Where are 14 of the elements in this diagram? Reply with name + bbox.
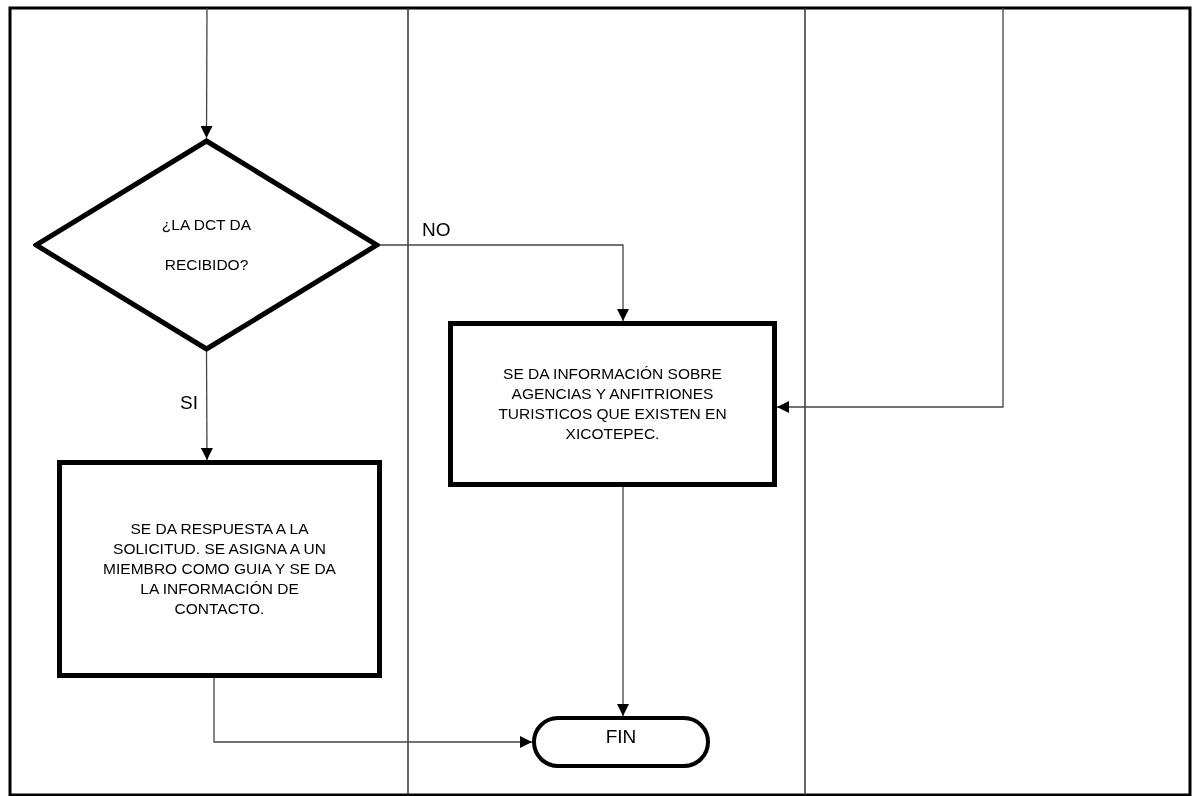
node-text: FIN [605, 724, 637, 749]
arrow [200, 351, 213, 461]
terminal-shape [532, 716, 710, 768]
process-box [57, 460, 382, 678]
process-box [448, 321, 777, 487]
node-text: ¿LA DCT DA RECIBIDO? [160, 214, 253, 275]
node-text: SE DA RESPUESTA A LA SOLICITUD. SE ASIGNA A UN MIEMBRO COMO GUIA Y SE DA LA INFORMACIÓN DE CONTACTO. [102, 518, 337, 620]
arrow [213, 677, 533, 748]
arrow [200, 7, 213, 139]
arrow [617, 486, 629, 717]
arrow [776, 7, 1004, 413]
arrow [379, 244, 629, 322]
decision-diamond [33, 138, 380, 352]
node-text: SE DA INFORMACIÓN SOBRE AGENCIAS Y ANFITRIONES TURISTICOS QUE EXISTEN EN XICOTEPEC. [497, 363, 728, 445]
